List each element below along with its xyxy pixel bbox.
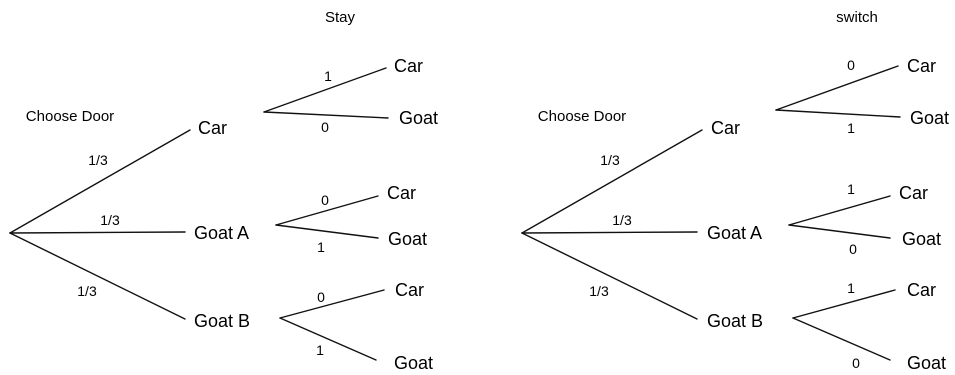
outcome-label: Goat — [394, 353, 433, 373]
edge-to-car — [521, 129, 703, 234]
root-label: Choose Door — [538, 108, 626, 125]
edge-outcome — [275, 195, 379, 226]
outcome-label: Goat — [902, 229, 941, 249]
outcome-label: Goat — [910, 108, 949, 128]
edge-to-goat-b — [9, 232, 186, 320]
edge-outcome — [792, 289, 896, 319]
prob-label: 1/3 — [589, 283, 609, 299]
prob-label: 1 — [316, 342, 324, 358]
edge-outcome — [279, 289, 385, 319]
edge-outcome — [775, 109, 901, 118]
node-label: Goat A — [707, 223, 762, 243]
prob-label: 0 — [321, 119, 329, 135]
edge-to-goat-b — [521, 232, 698, 320]
node-label: Goat B — [707, 311, 763, 331]
outcome-label: Car — [899, 183, 928, 203]
prob-label: 0 — [317, 289, 325, 305]
edge-outcome — [792, 317, 891, 361]
outcome-label: Car — [907, 56, 936, 76]
prob-label: 1/3 — [88, 152, 108, 168]
node-label: Goat B — [194, 311, 250, 331]
edge-to-goat-a — [9, 231, 186, 234]
switch-tree: switch Choose Door 1/3 1/3 1/3 Car Goat … — [521, 9, 949, 373]
root-label: Choose Door — [26, 108, 114, 125]
outcome-label: Goat — [399, 108, 438, 128]
node-label: Car — [198, 118, 227, 138]
prob-label: 1/3 — [612, 212, 632, 228]
prob-label: 0 — [321, 192, 329, 208]
stay-tree: Stay Choose Door 1/3 1/3 1/3 Car Goat A … — [9, 9, 438, 373]
edge-outcome — [263, 111, 389, 119]
prob-label: 1 — [847, 181, 855, 197]
edge-outcome — [263, 67, 387, 113]
outcome-label: Goat — [907, 353, 946, 373]
edge-to-car — [9, 129, 191, 234]
prob-label: 1 — [847, 280, 855, 296]
outcome-label: Car — [387, 183, 416, 203]
edge-outcome — [788, 224, 891, 239]
prob-label: 0 — [849, 241, 857, 257]
prob-label: 1/3 — [77, 283, 97, 299]
outcome-label: Car — [907, 280, 936, 300]
edge-outcome — [279, 317, 377, 361]
prob-label: 0 — [852, 355, 860, 371]
outcome-label: Car — [394, 56, 423, 76]
tree-title: switch — [836, 9, 878, 26]
tree-title: Stay — [325, 9, 356, 26]
prob-label: 0 — [847, 57, 855, 73]
edge-outcome — [775, 65, 899, 111]
prob-label: 1/3 — [600, 152, 620, 168]
node-label: Goat A — [194, 223, 249, 243]
outcome-label: Car — [395, 280, 424, 300]
prob-label: 1/3 — [100, 212, 120, 228]
prob-label: 1 — [847, 120, 855, 136]
prob-label: 1 — [317, 239, 325, 255]
edge-outcome — [275, 224, 379, 239]
edge-to-goat-a — [521, 231, 698, 234]
outcome-label: Goat — [388, 229, 427, 249]
prob-label: 1 — [324, 68, 332, 84]
edge-outcome — [788, 195, 891, 226]
node-label: Car — [711, 118, 740, 138]
